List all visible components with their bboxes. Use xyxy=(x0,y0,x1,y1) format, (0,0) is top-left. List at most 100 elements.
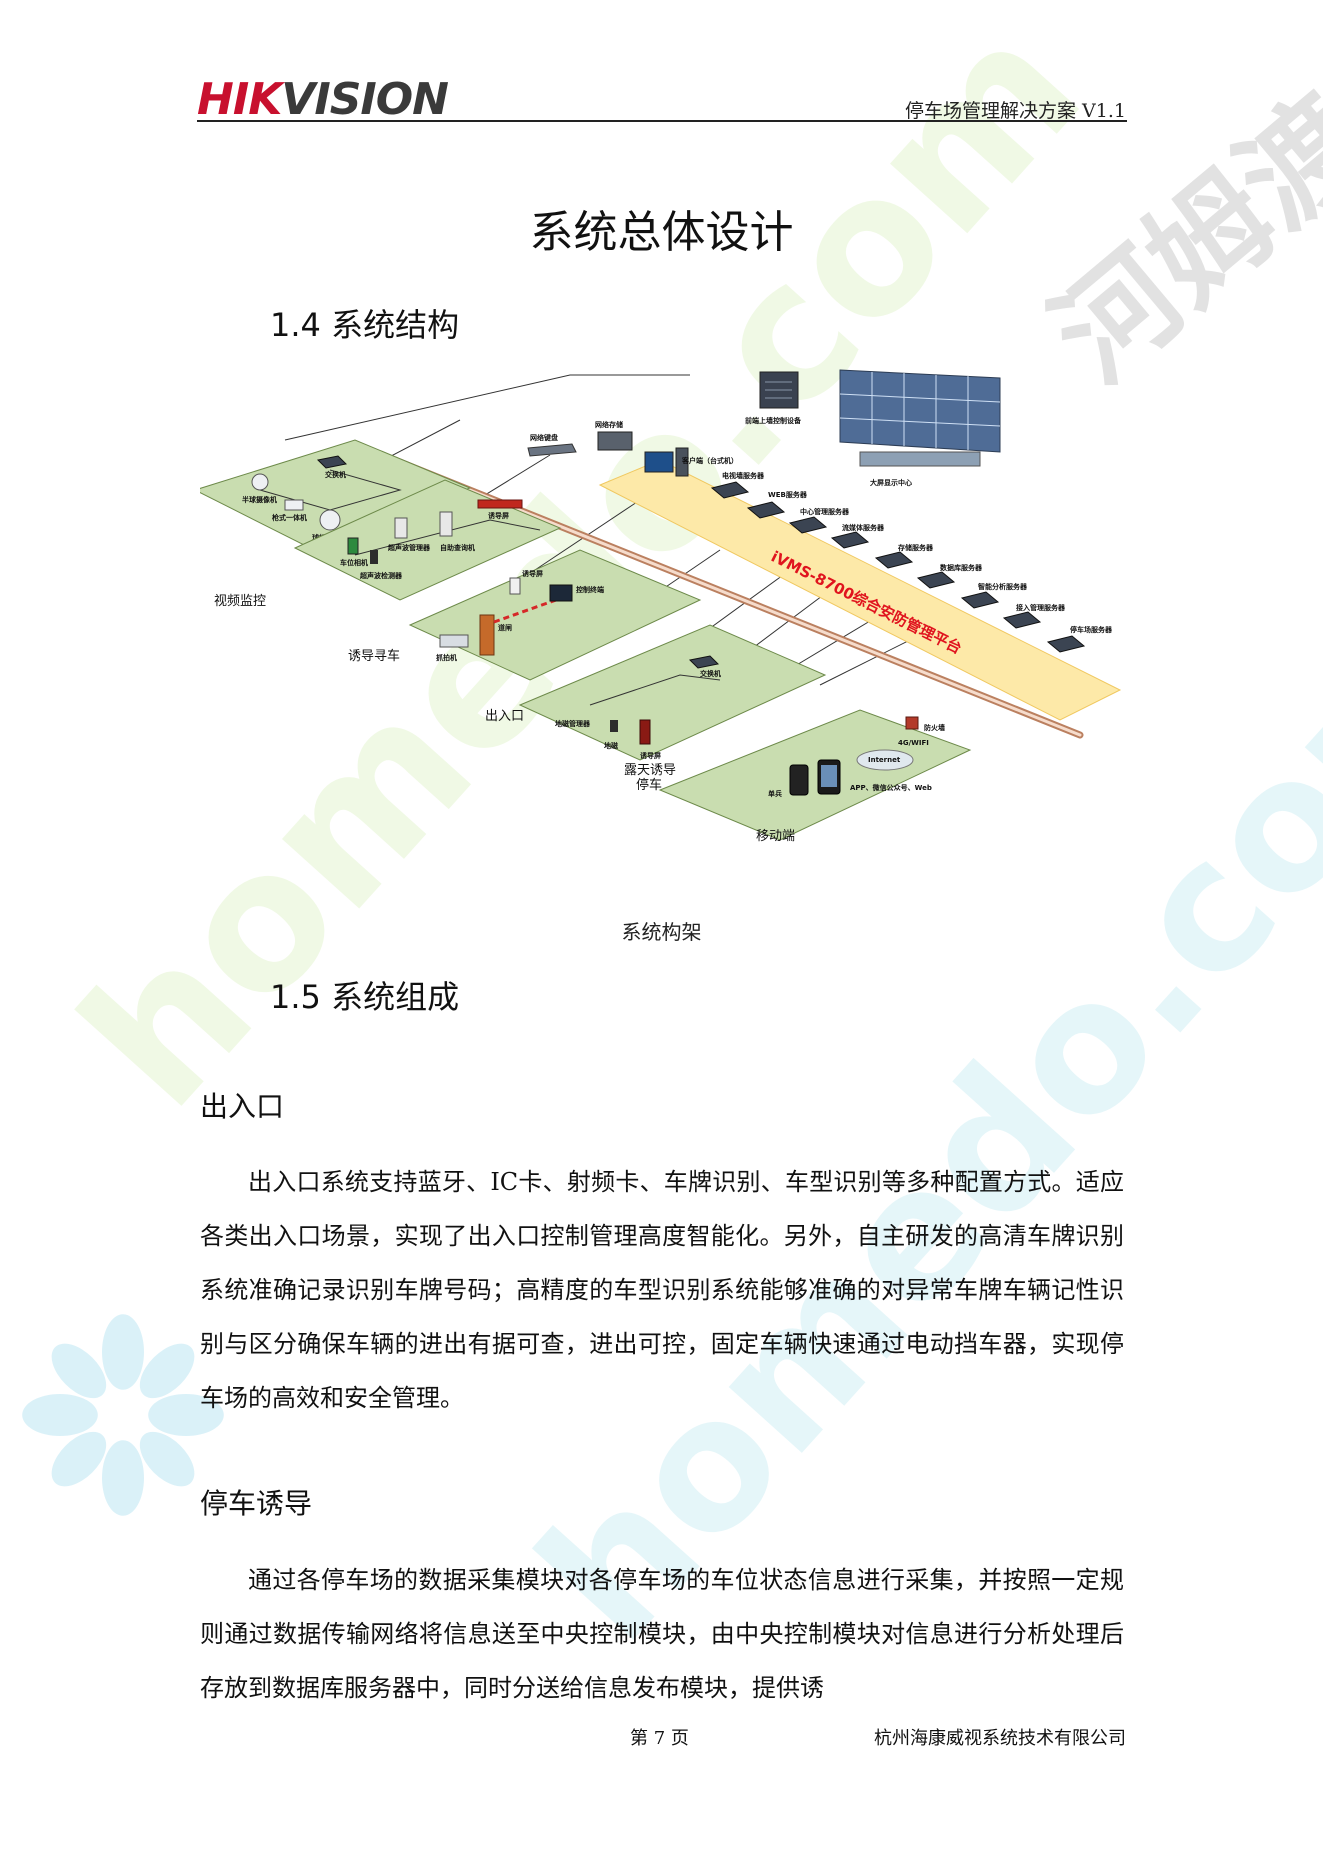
entrance-screen-label: 诱导屏 xyxy=(522,569,543,578)
server-icon xyxy=(788,516,828,534)
system-architecture-diagram: iVMS-8700综合安防管理平台 前端上墙控制设备 大屏显示中心 xyxy=(200,369,1122,844)
server-row: 电视墙服务器 WEB服务器 中心管理服务器 流媒体服务器 存储服务器 数据库服务… xyxy=(710,471,1113,653)
firewall-icon xyxy=(905,716,919,730)
net-storage-label: 网络存储 xyxy=(595,420,623,429)
net-4g-wifi-label: 4G/WIFI xyxy=(898,739,929,747)
figure-caption: 系统构架 xyxy=(621,920,702,944)
guidance-screen-icon xyxy=(477,499,523,509)
subsection-heading-guidance: 停车诱导 xyxy=(200,1487,313,1520)
capture-camera-label: 抓拍机 xyxy=(436,653,457,662)
outdoor-switch-label: 交换机 xyxy=(700,669,721,678)
geomag-icon xyxy=(610,720,618,732)
zone-guidance xyxy=(293,479,562,601)
outdoor-screen-label: 诱导屏 xyxy=(640,751,661,760)
kiosk-icon xyxy=(439,511,453,537)
paragraph-entrance: 出入口系统支持蓝牙、IC卡、射频卡、车牌识别、车型识别等多种配置方式。适应各类出… xyxy=(200,1155,1124,1425)
dome-camera-label: 半球摄像机 xyxy=(242,495,277,504)
watermark-flower-icon xyxy=(22,1314,224,1516)
net-keyboard-icon xyxy=(527,443,577,457)
barrier-gate-icon xyxy=(479,593,571,656)
document-title: 停车场管理解决方案 V1.1 xyxy=(905,100,1126,122)
app-channel-label: APP、微信公众号、Web xyxy=(850,783,932,792)
geomag-label: 地磁 xyxy=(604,741,618,750)
display-center-label: 大屏显示中心 xyxy=(870,478,912,487)
zone-video-label: 视频监控 xyxy=(214,594,266,609)
chapter-title: 系统总体设计 xyxy=(529,207,794,258)
bullet-camera-icon xyxy=(284,499,304,511)
barrier-gate-label: 道闸 xyxy=(498,623,512,632)
server-label: 接入管理服务器 xyxy=(1016,603,1066,612)
entrance-screen-icon xyxy=(509,577,521,595)
server-label: 中心管理服务器 xyxy=(800,507,850,516)
video-wall-icon xyxy=(839,369,1001,467)
ultrasonic-manager-label: 超声波管理器 xyxy=(388,543,431,552)
ptz-camera-icon xyxy=(319,509,341,531)
ultrasonic-detector-icon xyxy=(370,550,378,564)
paragraph-guidance: 通过各停车场的数据采集模块对各停车场的车位状态信息进行采集，并按照一定规则通过数… xyxy=(200,1553,1124,1715)
section-heading-1-4: 1.4 系统结构 xyxy=(270,306,460,344)
server-label: 数据库服务器 xyxy=(940,563,983,572)
rack-icon xyxy=(759,371,799,409)
handset-label: 单兵 xyxy=(768,789,782,798)
kiosk-label: 自助查询机 xyxy=(440,543,475,552)
parking-camera-icon xyxy=(347,537,359,555)
geomag-manager-label: 地磁管理器 xyxy=(555,719,591,728)
handset-icon xyxy=(789,764,809,796)
phone-icon xyxy=(817,759,841,795)
internet-label: Internet xyxy=(868,756,901,764)
zone-guidance-label: 诱导寻车 xyxy=(348,648,400,664)
zone-entrance-label: 出入口 xyxy=(485,709,524,724)
zone-outdoor xyxy=(518,624,827,761)
paragraph-text: 出入口系统支持蓝牙、IC卡、射频卡、车牌识别、车型识别等多种配置方式。适应各类出… xyxy=(200,1168,1124,1412)
parking-camera-label: 车位相机 xyxy=(340,558,368,567)
ultrasonic-detector-label: 超声波检测器 xyxy=(360,571,403,580)
zone-mobile xyxy=(658,709,972,841)
server-icon xyxy=(746,501,786,519)
zone-outdoor-label-line2: 停车 xyxy=(636,777,662,793)
control-terminal-icon xyxy=(549,584,573,602)
client-pc-icon xyxy=(644,447,689,477)
capture-camera-icon xyxy=(439,634,469,648)
outdoor-switch-icon xyxy=(688,655,720,669)
guidance-screen-label: 诱导屏 xyxy=(488,511,509,520)
firewall-label: 防火墙 xyxy=(924,723,945,732)
internet-cloud-icon xyxy=(856,749,914,771)
paragraph-text: 通过各停车场的数据采集模块对各停车场的车位状态信息进行采集，并按照一定规则通过数… xyxy=(200,1566,1124,1702)
server-label: 电视墙服务器 xyxy=(722,471,765,480)
net-keyboard-label: 网络键盘 xyxy=(530,433,558,442)
cloud-device-label: 前端上墙控制设备 xyxy=(745,416,802,425)
zone-video-monitoring xyxy=(200,439,472,549)
server-label: 智能分析服务器 xyxy=(978,582,1028,591)
section-heading-1-5: 1.5 系统组成 xyxy=(270,978,460,1016)
server-label: 停车场服务器 xyxy=(1070,625,1113,634)
zone-outdoor-label-line1: 露天诱导 xyxy=(624,763,676,778)
ultrasonic-manager-icon xyxy=(394,517,408,539)
logo-part-hik: HIK xyxy=(197,74,282,125)
page-number: 第 7 页 xyxy=(630,1728,689,1749)
company-name: 杭州海康威视系统技术有限公司 xyxy=(874,1728,1126,1749)
server-label: WEB服务器 xyxy=(768,490,808,499)
bullet-camera-label: 枪式一体机 xyxy=(272,513,307,522)
control-terminal-label: 控制终端 xyxy=(576,585,604,594)
net-storage-icon xyxy=(597,431,633,451)
server-icon xyxy=(1046,635,1086,653)
hikvision-logo: HIKVISION xyxy=(197,74,449,125)
server-icon xyxy=(1002,611,1042,629)
platform-band xyxy=(598,459,1122,721)
server-icon xyxy=(874,551,914,569)
logo-part-vision: VISION xyxy=(281,74,449,125)
switch-icon xyxy=(316,455,348,469)
server-icon xyxy=(960,591,1000,609)
subsection-heading-entrance: 出入口 xyxy=(200,1090,285,1123)
server-icon xyxy=(830,531,870,549)
server-icon xyxy=(710,481,750,499)
zone-outdoor-label: 露天诱导 停车 xyxy=(624,763,680,793)
header-divider xyxy=(197,120,1127,122)
server-label: 流媒体服务器 xyxy=(842,523,885,532)
server-label: 存储服务器 xyxy=(898,543,934,552)
video-switch-label: 交换机 xyxy=(325,470,346,479)
server-icon xyxy=(916,571,956,589)
dome-camera-icon xyxy=(251,473,269,491)
outdoor-screen-icon xyxy=(639,719,651,745)
